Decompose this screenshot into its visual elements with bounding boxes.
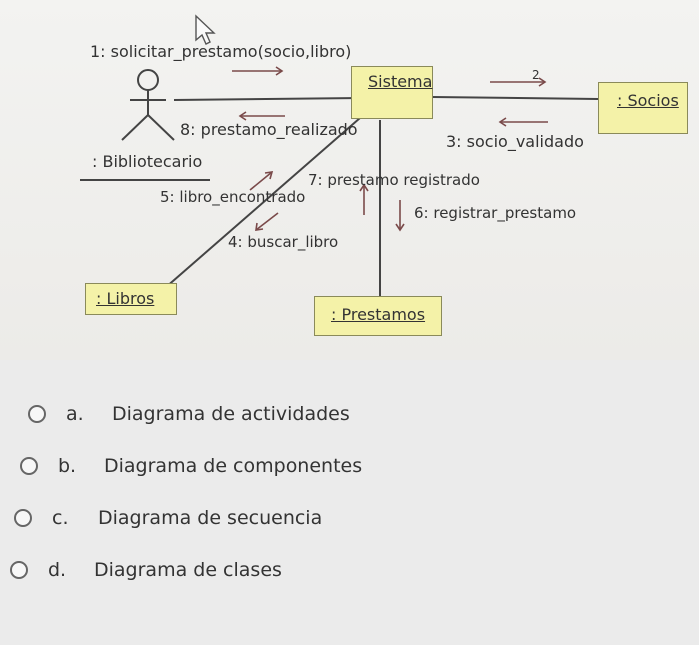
object-sistema: Sistema xyxy=(351,66,433,119)
link-sistema-libros xyxy=(164,117,361,289)
option-a-letter: a. xyxy=(66,403,84,425)
message-4: 4: buscar_libro xyxy=(228,233,339,251)
radio-option-a[interactable] xyxy=(28,405,46,423)
actor-head xyxy=(137,69,159,91)
message-3: 3: socio_validado xyxy=(446,132,584,151)
option-b-letter: b. xyxy=(58,455,77,477)
answer-options: a. Diagrama de actividades b. Diagrama d… xyxy=(0,360,699,645)
object-socios-label: : Socios xyxy=(617,91,679,110)
message-1: 1: solicitar_prestamo(socio,libro) xyxy=(90,42,352,61)
link-sistema-socios xyxy=(431,96,599,100)
option-c[interactable]: c. Diagrama de secuencia xyxy=(14,504,322,532)
option-c-text: Diagrama de secuencia xyxy=(98,507,323,529)
message-8: 8: prestamo_realizado xyxy=(180,120,358,139)
object-prestamos: : Prestamos xyxy=(314,296,442,336)
radio-option-b[interactable] xyxy=(20,457,38,475)
message-6: 6: registrar_prestamo xyxy=(414,204,577,222)
option-b-text: Diagrama de componentes xyxy=(104,455,363,477)
message-2: 2 xyxy=(532,68,540,82)
object-socios: : Socios xyxy=(598,82,688,134)
object-sistema-label: Sistema xyxy=(368,72,433,91)
object-libros-label: : Libros xyxy=(96,289,155,308)
option-c-letter: c. xyxy=(52,507,69,529)
option-d-letter: d. xyxy=(48,559,67,581)
option-a-text: Diagrama de actividades xyxy=(112,403,350,425)
object-prestamos-label: : Prestamos xyxy=(331,305,426,324)
message-5: 5: libro_encontrado xyxy=(160,188,306,206)
actor-label: : Bibliotecario xyxy=(92,152,203,171)
radio-option-d[interactable] xyxy=(10,561,28,579)
cursor-icon xyxy=(195,14,216,45)
link-actor-sistema xyxy=(173,97,363,101)
radio-option-c[interactable] xyxy=(14,509,32,527)
option-d-text: Diagrama de clases xyxy=(94,559,282,581)
option-d[interactable]: d. Diagrama de clases xyxy=(10,556,282,584)
diagram-lines xyxy=(80,14,599,300)
option-a[interactable]: a. Diagrama de actividades xyxy=(28,400,350,428)
option-b[interactable]: b. Diagrama de componentes xyxy=(20,452,362,480)
message-7: 7: prestamo registrado xyxy=(308,171,480,189)
object-libros: : Libros xyxy=(85,283,177,315)
collaboration-diagram: 1: solicitar_prestamo(socio,libro) 8: pr… xyxy=(0,0,699,360)
